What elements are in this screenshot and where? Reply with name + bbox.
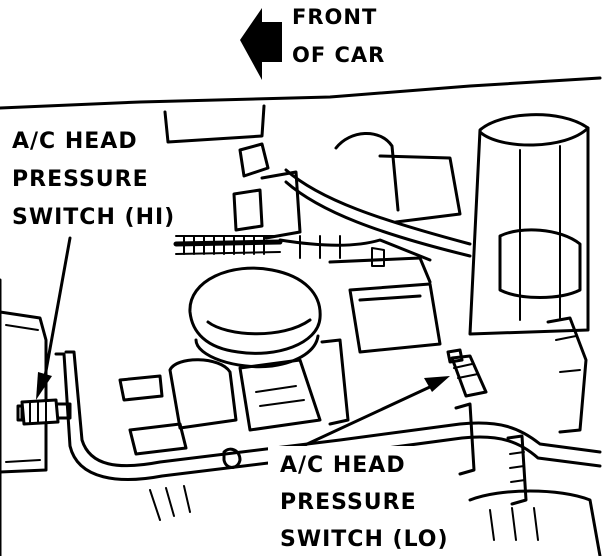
engine-block	[118, 338, 350, 521]
engine-components	[232, 142, 442, 354]
hood-outline	[0, 76, 602, 556]
ac-refrigerant-line	[54, 350, 602, 506]
front-arrow-icon	[240, 8, 282, 80]
callout-hi-line2: PRESSURE	[12, 167, 149, 192]
hi-leader-line	[42, 236, 72, 384]
callout-lo-line2: PRESSURE	[280, 490, 417, 515]
air-cleaner-canister	[468, 113, 590, 336]
callout-hi: A/C HEAD PRESSURE SWITCH (HI)	[12, 129, 175, 230]
right-bracket	[468, 316, 602, 556]
intake-hoses	[173, 132, 472, 262]
callout-lo: A/C HEAD PRESSURE SWITCH (LO)	[268, 446, 449, 556]
callout-lo-line1: A/C HEAD	[280, 453, 406, 478]
callout-lo-backdrop	[268, 446, 440, 556]
engine-cap	[188, 266, 322, 369]
lo-pressure-switch	[446, 348, 488, 398]
front-of-car-indicator: FRONT OF CAR	[240, 5, 385, 80]
lo-leader-arrowhead-icon	[424, 376, 450, 392]
hi-pressure-switch	[16, 398, 72, 426]
hi-leader-arrowhead-icon	[36, 372, 52, 400]
callout-hi-line3: SWITCH (HI)	[12, 205, 175, 230]
left-fender-panel	[0, 310, 48, 474]
callout-hi-line1: A/C HEAD	[12, 129, 138, 154]
front-label-line2: OF CAR	[292, 43, 385, 67]
lo-leader-line	[288, 384, 434, 454]
callout-lo-line3: SWITCH (LO)	[280, 527, 449, 552]
front-label-line1: FRONT	[292, 5, 377, 29]
callout-leaders	[36, 236, 450, 454]
